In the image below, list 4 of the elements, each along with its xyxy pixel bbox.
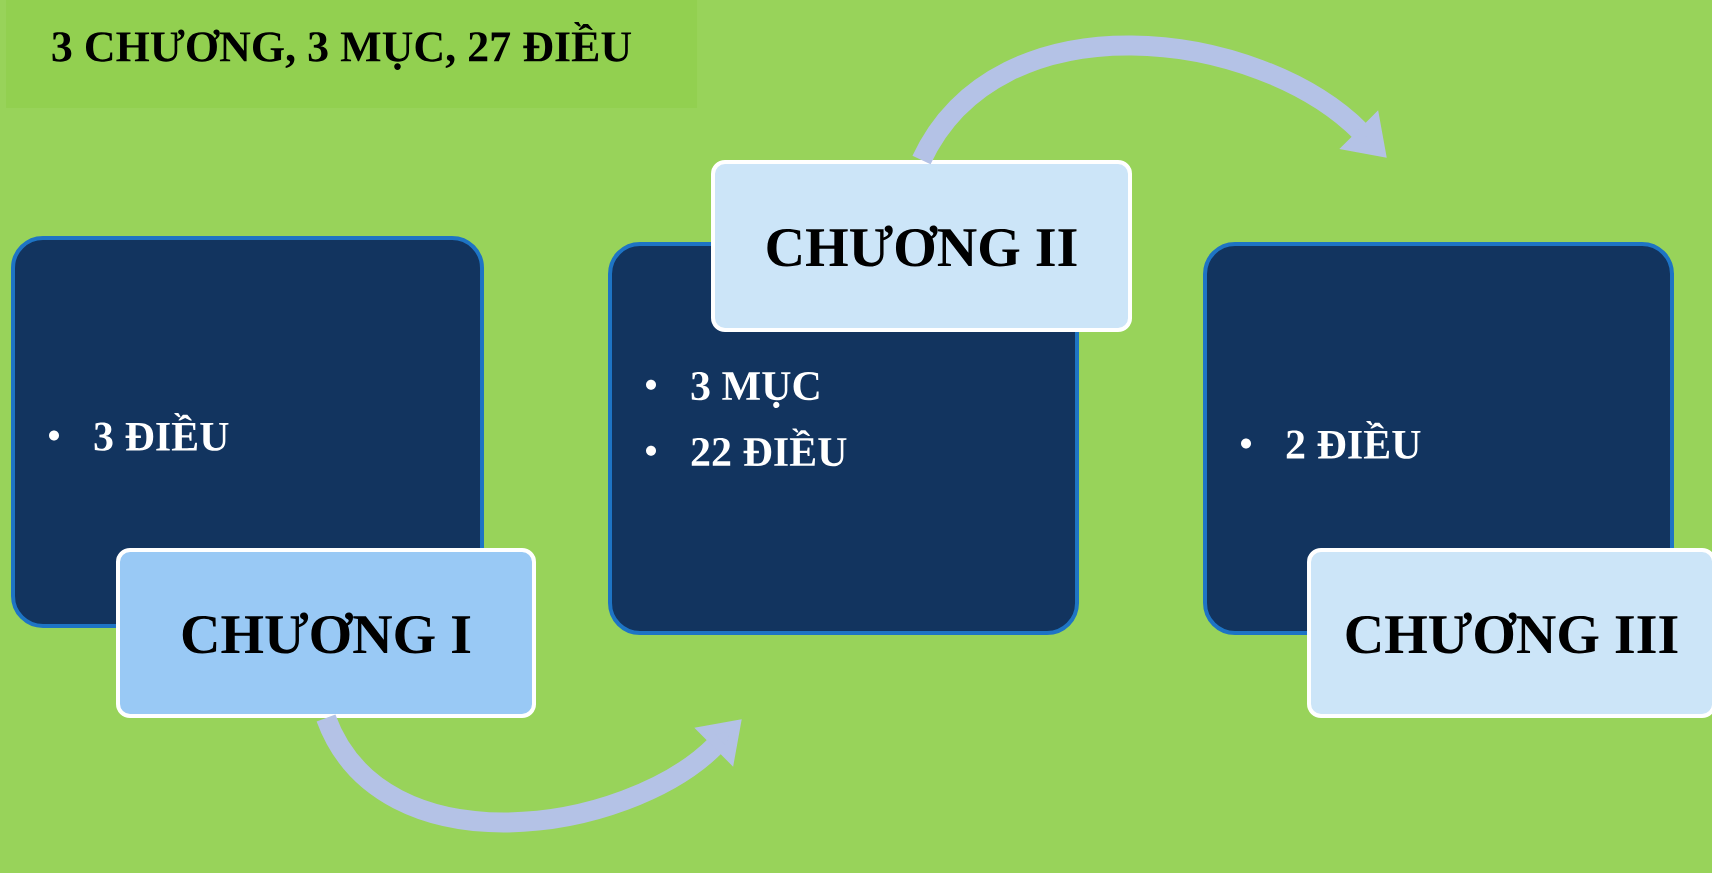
chapter-box: CHƯƠNG I bbox=[116, 548, 536, 718]
chapter-box: CHƯƠNG II bbox=[711, 160, 1132, 332]
title-band: 3 CHƯƠNG, 3 MỤC, 27 ĐIỀU bbox=[6, 0, 697, 108]
chapter-box: CHƯƠNG III bbox=[1307, 548, 1712, 718]
